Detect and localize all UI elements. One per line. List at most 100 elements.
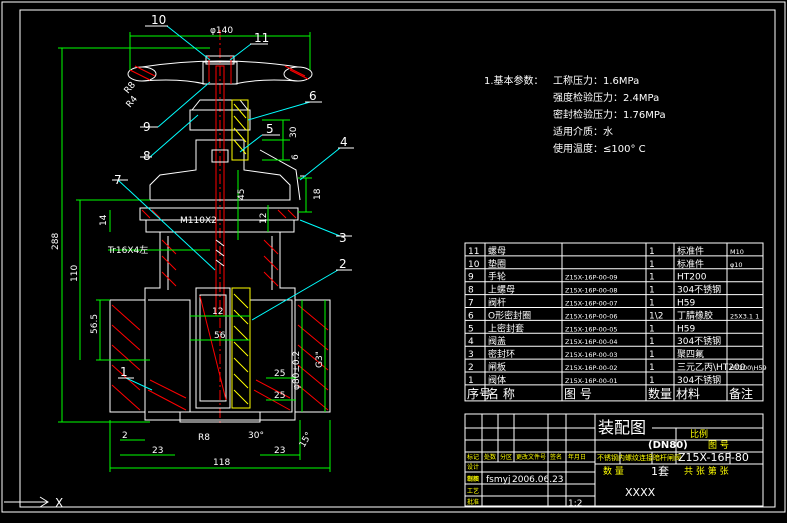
ucs-x-label: X — [55, 496, 63, 510]
parts-cell-code: Z15X-16P-00-04 — [565, 338, 617, 346]
parts-cell-material: 304不锈钢 — [677, 374, 721, 386]
dim-r4: R4 — [125, 94, 141, 110]
svg-text:更改文件号: 更改文件号 — [516, 453, 546, 461]
dim-r8-bot: R8 — [198, 433, 210, 443]
parts-cell-name: 手轮 — [488, 271, 506, 283]
dim-288: 288 — [51, 233, 61, 250]
title-block-qty: 1套 — [651, 465, 669, 478]
parts-cell-qty: 1 — [649, 324, 655, 334]
gate — [195, 287, 251, 409]
dim-30: 30 — [289, 126, 299, 138]
parts-header-note: 备注 — [729, 386, 753, 401]
ucs-icon: X — [4, 496, 63, 510]
parts-cell-material: 304不锈钢 — [677, 335, 721, 347]
balloon-6: 6 — [309, 89, 317, 103]
balloon-2: 2 — [339, 257, 347, 271]
dim-2: 2 — [122, 431, 128, 441]
parts-cell-name: 密封环 — [488, 348, 515, 360]
parts-cell-material: 丁腈橡胶 — [677, 309, 713, 321]
parts-cell-name: O形密封圈 — [488, 309, 531, 321]
svg-text:年月日: 年月日 — [568, 453, 586, 461]
valve-assembly-drawing: 10 11 6 5 4 3 2 1 9 8 7 φ140 R8 R4 — [51, 13, 354, 472]
dim-30deg: 30° — [248, 431, 264, 441]
parts-cell-name: 上密封套 — [488, 322, 524, 334]
title-block-drawing-no: Z15X-16P-80 — [678, 451, 749, 464]
svg-text:审核: 审核 — [467, 475, 479, 483]
dim-12b: 12 — [212, 307, 223, 317]
parts-cell-qty: 1 — [649, 376, 655, 386]
parts-cell-name: 阀体 — [488, 374, 506, 386]
svg-text:设计: 设计 — [467, 463, 479, 471]
parts-cell-no: 3 — [468, 350, 474, 360]
title-block-date: 2006.06.23 — [512, 475, 564, 485]
dim-6: 6 — [291, 154, 301, 160]
parts-cell-qty: 1 — [649, 247, 655, 257]
svg-text:批准: 批准 — [467, 498, 479, 506]
balloon-1: 1 — [120, 365, 128, 379]
svg-text:处数: 处数 — [484, 453, 496, 461]
balloon-10: 10 — [151, 13, 166, 27]
dim-g3: G3" — [315, 351, 325, 368]
title-block-size: (DN80) — [648, 440, 688, 451]
parts-cell-name: 上螺母 — [488, 285, 515, 296]
title-block-ratio-label: 比例 — [690, 428, 708, 440]
title-block-qty-label: 数 量 — [603, 465, 624, 477]
parts-cell-name: 垫圈 — [488, 258, 506, 270]
parts-cell-code: Z15X-16P-00-03 — [565, 351, 617, 359]
dim-14: 14 — [99, 214, 109, 226]
parts-cell-no: 7 — [468, 299, 474, 309]
parts-cell-name: 闸板 — [488, 361, 506, 373]
parts-cell-qty: 1 — [649, 363, 655, 373]
parts-cell-no: 10 — [468, 260, 480, 270]
drawing-border — [19, 9, 776, 508]
title-block-drawno-label: 图 号 — [708, 440, 729, 451]
note-line-2: 强度检验压力：2.4MPa — [553, 91, 659, 104]
dim-m110: M110X2 — [180, 216, 217, 226]
note-line-3: 密封检验压力：1.76MPa — [553, 108, 666, 121]
parts-header-material: 材料 — [676, 387, 700, 401]
parts-cell-qty: 1 — [649, 337, 655, 347]
parts-cell-note: φ10 — [730, 261, 743, 269]
balloon-4: 4 — [340, 135, 348, 149]
svg-text:分区: 分区 — [500, 453, 512, 461]
parts-cell-no: 9 — [468, 273, 474, 283]
parts-cell-code: Z15X-16P-00-01 — [565, 377, 617, 385]
note-line-4: 适用介质：水 — [553, 126, 613, 138]
dim-tr16: Tr16X4左 — [107, 244, 148, 256]
bonnet — [139, 99, 306, 233]
dim-23b: 23 — [274, 446, 285, 456]
balloon-9: 9 — [143, 120, 151, 134]
title-block-revision-labels: 标记 处数 分区 更改文件号 签名 年月日 设计 审核 工艺 批准 — [467, 453, 586, 506]
parts-cell-material: H59 — [677, 299, 695, 309]
parts-cell-material: 标准件 — [677, 245, 704, 257]
dim-d80: φ80±0.2 — [292, 351, 302, 390]
outer-frame — [1, 1, 786, 513]
handwheel — [127, 55, 313, 85]
title-block-title: 装配图 — [598, 418, 646, 437]
parts-header-qty: 数量 — [648, 386, 672, 401]
balloon-5: 5 — [266, 122, 274, 136]
parts-cell-note: M10 — [730, 248, 744, 256]
svg-text:签名: 签名 — [550, 453, 562, 461]
parts-header-code: 图 号 — [564, 387, 592, 401]
valve-body — [109, 232, 331, 423]
parts-cell-name: 螺母 — [488, 246, 506, 257]
dim-25a: 25 — [274, 369, 285, 379]
title-block-company: XXXX — [625, 486, 656, 499]
parts-table-frame — [464, 242, 764, 402]
title-block-drawer-label: 制图 — [467, 475, 479, 483]
title-block-scale: 1:2 — [568, 499, 582, 509]
parts-cell-qty: 1 — [649, 273, 655, 283]
svg-text:工艺: 工艺 — [467, 487, 479, 495]
parts-cell-code: Z15X-16P-00-09 — [565, 274, 617, 282]
parts-cell-note: HT200\H59 — [730, 364, 767, 372]
parts-cell-qty: 1 — [649, 350, 655, 360]
parts-cell-qty: 1\2 — [649, 311, 663, 321]
parts-cell-code: Z15X-16P-00-07 — [565, 300, 617, 308]
dim-118: 118 — [213, 458, 230, 468]
parts-cell-no: 4 — [468, 337, 474, 347]
dim-23a: 23 — [152, 446, 163, 456]
leader-lines — [117, 25, 341, 391]
